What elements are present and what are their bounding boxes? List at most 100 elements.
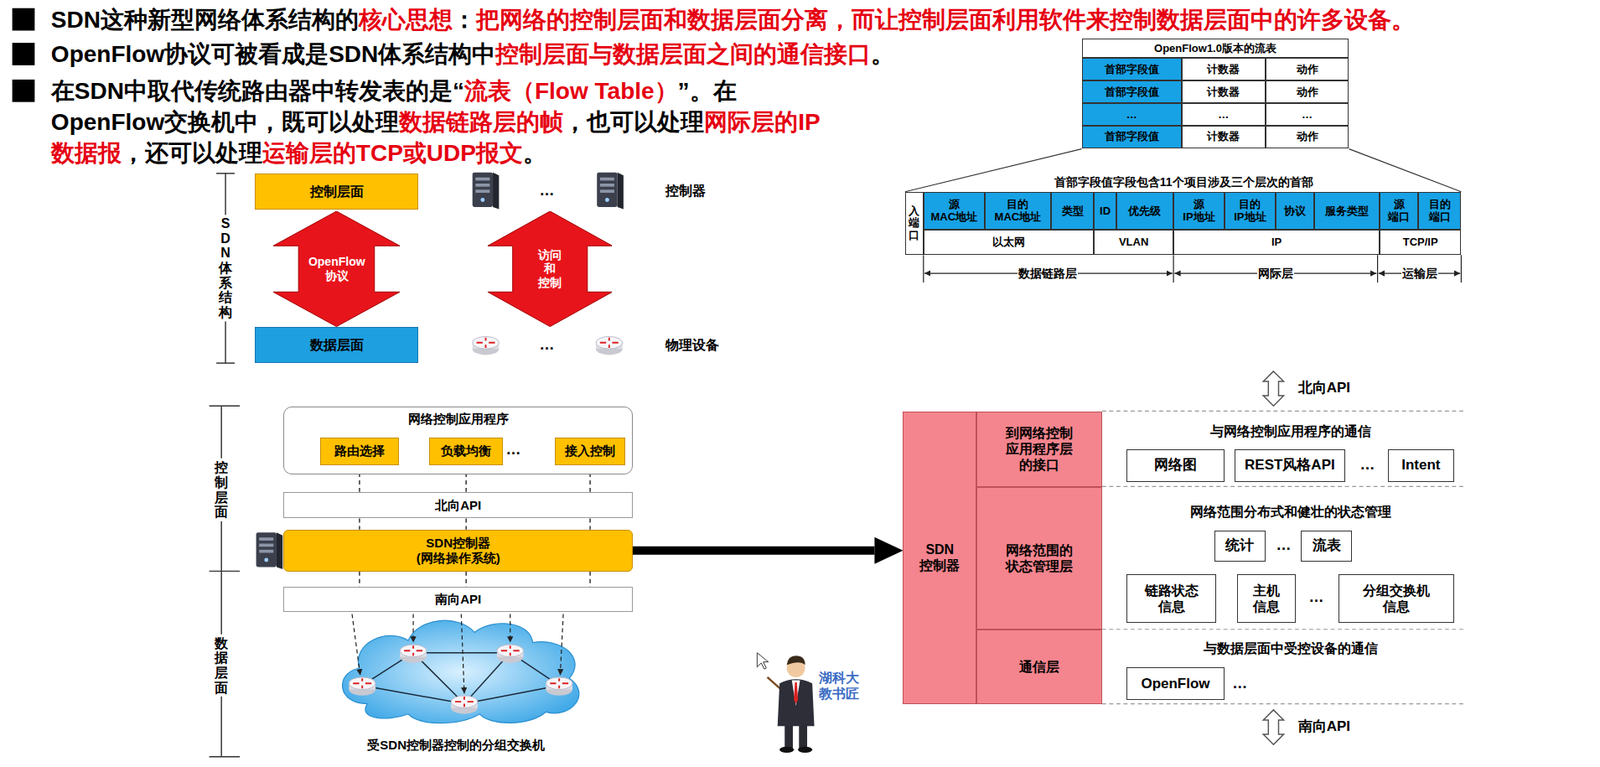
text-line: 主机 [1253,582,1280,599]
node-text: OpenFlow 协议 [307,254,366,284]
text-line: IP地址 [1233,210,1266,224]
text-line: 信息 [1253,598,1280,615]
app-box: 接入控制 [554,437,626,466]
bullet-text: 。 [522,149,547,164]
controller-panel: SDN控制器 [902,411,977,705]
plane-label: 数据层面 [213,634,229,697]
label-text: 首部字段值字段包含11个项目涉及三个层次的首部 [1054,175,1314,189]
text-line: 教书匠 [818,685,860,702]
label-text: 服务类型 [1325,204,1370,218]
app-box: 路由选择 [320,437,399,466]
table-cell: 首部字段值 [1082,125,1182,149]
node-text: Intent [1401,456,1440,474]
node-text: 控制层面 [310,183,364,200]
label-text: 与数据层面中受控设备的通信 [1203,642,1378,657]
item-box: OpenFlow [1126,667,1225,700]
bullet-text: 控制层面与数据层面之间的通信接口 [495,50,871,65]
sdn-bracket [216,173,235,363]
table-cell: ID [1093,191,1117,230]
label-text: … [1276,537,1292,555]
label-text: 源 IP地址 [1182,197,1217,224]
label-text: 在SDN中取代传统路由器中转发表的是“ [51,77,465,104]
label-text: 物理设备 [665,337,720,353]
label-text: 与网络控制应用程序的通信 [1210,424,1372,439]
layer-brackets [923,254,1462,283]
label-text: 首部字段值 [1104,85,1160,99]
bullet-text: 核心思想 [358,15,453,31]
access-arrow: 访问 和 控制 [487,211,613,327]
label-text: 。 [522,139,547,166]
text-line: OpenFlow [308,254,366,270]
table-cell: 目的 端口 [1418,191,1461,230]
switch-cloud [342,620,580,723]
table-cell: 计数器 [1181,57,1266,81]
bracket-label: SDN体系结构 [217,215,234,322]
layer-box: 控制层面 [254,173,419,210]
protocol-arrow: OpenFlow 协议 [273,211,400,327]
text-line: 链路状态 [1144,582,1199,599]
label-text: 湖科大 教书匠 [818,669,860,702]
ellipsis: … [505,440,521,460]
plane-label: 控制层面 [213,458,229,521]
label-text: … [1232,674,1248,692]
controller-box: SDN控制器 (网络操作系统) [283,529,632,572]
text-line: 类型 [1061,204,1084,218]
label-text: 运输层的TCP或UDP报文 [262,139,523,166]
table-cell: 优先级 [1116,191,1174,230]
device-label: 控制器 [665,182,706,199]
node-text: 统计 [1225,537,1254,555]
table-cell: VLAN [1093,229,1174,255]
label-text: ，也可以处理 [563,108,705,135]
table-cell: 目的 IP地址 [1224,191,1276,230]
item-box: 链路状态 信息 [1126,574,1217,622]
bullet-text: OpenFlow协议可被看成是SDN体系结构中 [51,50,496,65]
table-cell: 源 端口 [1379,191,1419,230]
table-cell: … [1082,103,1182,126]
bullet-text: 流表（Flow Table） [464,87,679,102]
dashed-link [358,517,361,529]
node-text: REST风格API [1244,456,1336,474]
layer-name: 数据链路层 [1017,264,1078,283]
label-text: 南向API [1298,718,1351,735]
table-cell: 动作 [1265,125,1350,149]
table-cell: IP [1173,229,1380,255]
router-icons [472,336,623,356]
text-line: 信息 [1382,598,1410,615]
node-text: 南向API [434,591,482,607]
section-heading: 网络范围分布式和健壮的状态管理 [1190,504,1392,521]
text-line: IP地址 [1182,210,1215,224]
label-text: 。 [870,41,895,68]
text-line: 协议 [1284,204,1306,218]
caption: 首部字段值字段包含11个项目涉及三个层次的首部 [1054,174,1314,190]
caption: 受SDN控制器控制的分组交换机 [367,737,545,753]
label-text: 以太网 [992,235,1026,249]
label-text: … [1126,108,1138,122]
ellipsis: … [1359,455,1375,475]
bullet-text: 把网络的控制层面和数据层面分离，而让控制层面利用软件来控制数据层面中的许多设备。 [476,15,1415,31]
label-text: 流表（Flow Table） [464,77,679,104]
layer-box: 数据层面 [254,326,419,364]
bullet-text: 运输层的TCP或UDP报文 [262,149,523,164]
text-line: 目的 [1006,197,1029,212]
label-text: 网际层 [1258,266,1294,280]
label-text: 计数器 [1206,129,1240,144]
node-text: 接入控制 [564,443,616,459]
text-line: MAC地址 [931,210,979,224]
plane-bracket [209,405,241,757]
label-text: 首部字段值 [1104,129,1160,144]
table-cell: 首部字段值 [1082,57,1182,81]
label-text: 控制器 [665,183,706,198]
layer-box: 通信层 [976,629,1103,705]
label-text: … [1301,108,1313,122]
label-text: VLAN [1118,235,1149,249]
southbound-arrows [352,613,564,694]
dashed-link [589,571,591,587]
table-cell: … [1265,103,1350,126]
label-text: 源 MAC地址 [930,197,979,224]
text-line: 湖科大 [818,669,860,686]
table-title: OpenFlow1.0版本的流表 [1082,38,1350,58]
bullet-text: ： [452,15,477,31]
node-text: 主机 信息 [1252,582,1280,615]
node-text: 路由选择 [334,443,385,459]
ellipsis: … [1276,537,1292,556]
